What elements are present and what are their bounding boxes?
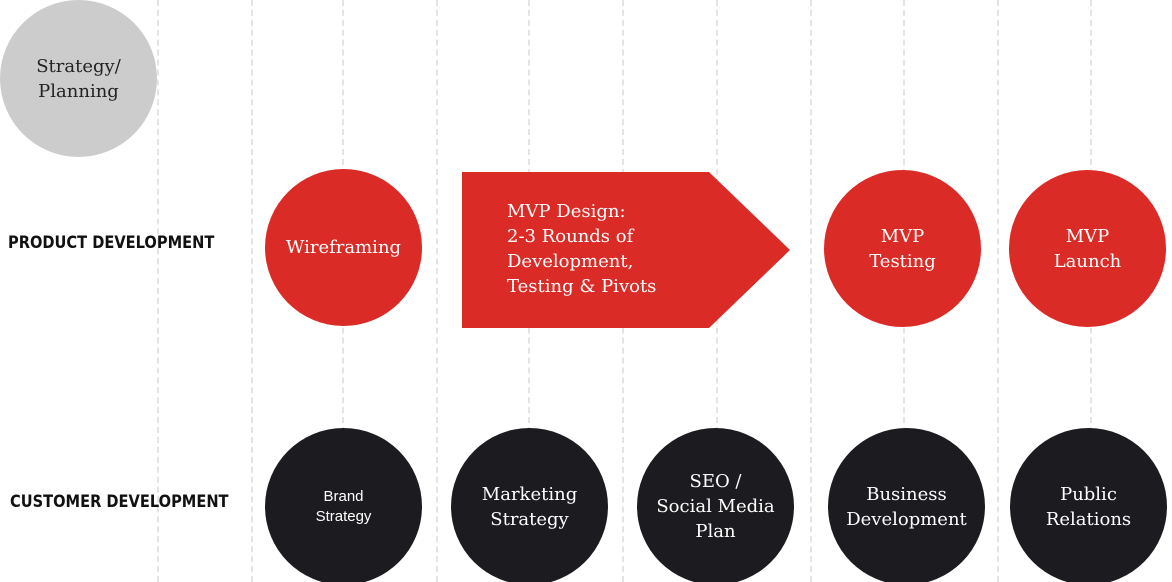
seo-social-media-node: SEO / Social Media Plan — [637, 428, 794, 582]
column-guide-line — [997, 0, 999, 582]
seo-social-media-text: SEO / Social Media Plan — [656, 471, 775, 542]
business-development-node: Business Development — [828, 428, 985, 582]
strategy-planning-node: Strategy/ Planning — [0, 0, 157, 157]
public-relations-text: Public Relations — [1045, 483, 1132, 530]
column-guide-line — [251, 0, 253, 582]
mvp-testing-node: MVP Testing — [824, 170, 981, 327]
mvp-launch-text: MVP Launch — [1053, 225, 1122, 272]
mvp-design-arrow-shape — [462, 172, 790, 328]
mvp-design-arrow — [462, 172, 790, 328]
wireframing-text: Wireframing — [285, 237, 402, 258]
marketing-strategy-node: Marketing Strategy — [451, 428, 608, 582]
column-guide-line — [157, 0, 159, 582]
mvp-testing-text: MVP Testing — [869, 225, 936, 272]
public-relations-node: Public Relations — [1010, 428, 1167, 582]
brand-strategy-text: Brand Strategy — [315, 487, 372, 525]
strategy-planning-text: Strategy/ Planning — [36, 55, 121, 102]
product-development-label: PRODUCT DEVELOPMENT — [8, 233, 215, 253]
business-development-text: Business Development — [846, 483, 967, 530]
marketing-strategy-text: Marketing Strategy — [481, 483, 578, 530]
column-guide-line — [436, 0, 438, 582]
mvp-launch-node: MVP Launch — [1009, 170, 1166, 327]
wireframing-node: Wireframing — [265, 169, 422, 326]
column-guide-line — [810, 0, 812, 582]
mvp-design-text: MVP Design: 2-3 Rounds of Development, T… — [507, 201, 657, 297]
brand-strategy-node: Brand Strategy — [265, 428, 422, 582]
customer-development-label: CUSTOMER DEVELOPMENT — [10, 492, 229, 512]
